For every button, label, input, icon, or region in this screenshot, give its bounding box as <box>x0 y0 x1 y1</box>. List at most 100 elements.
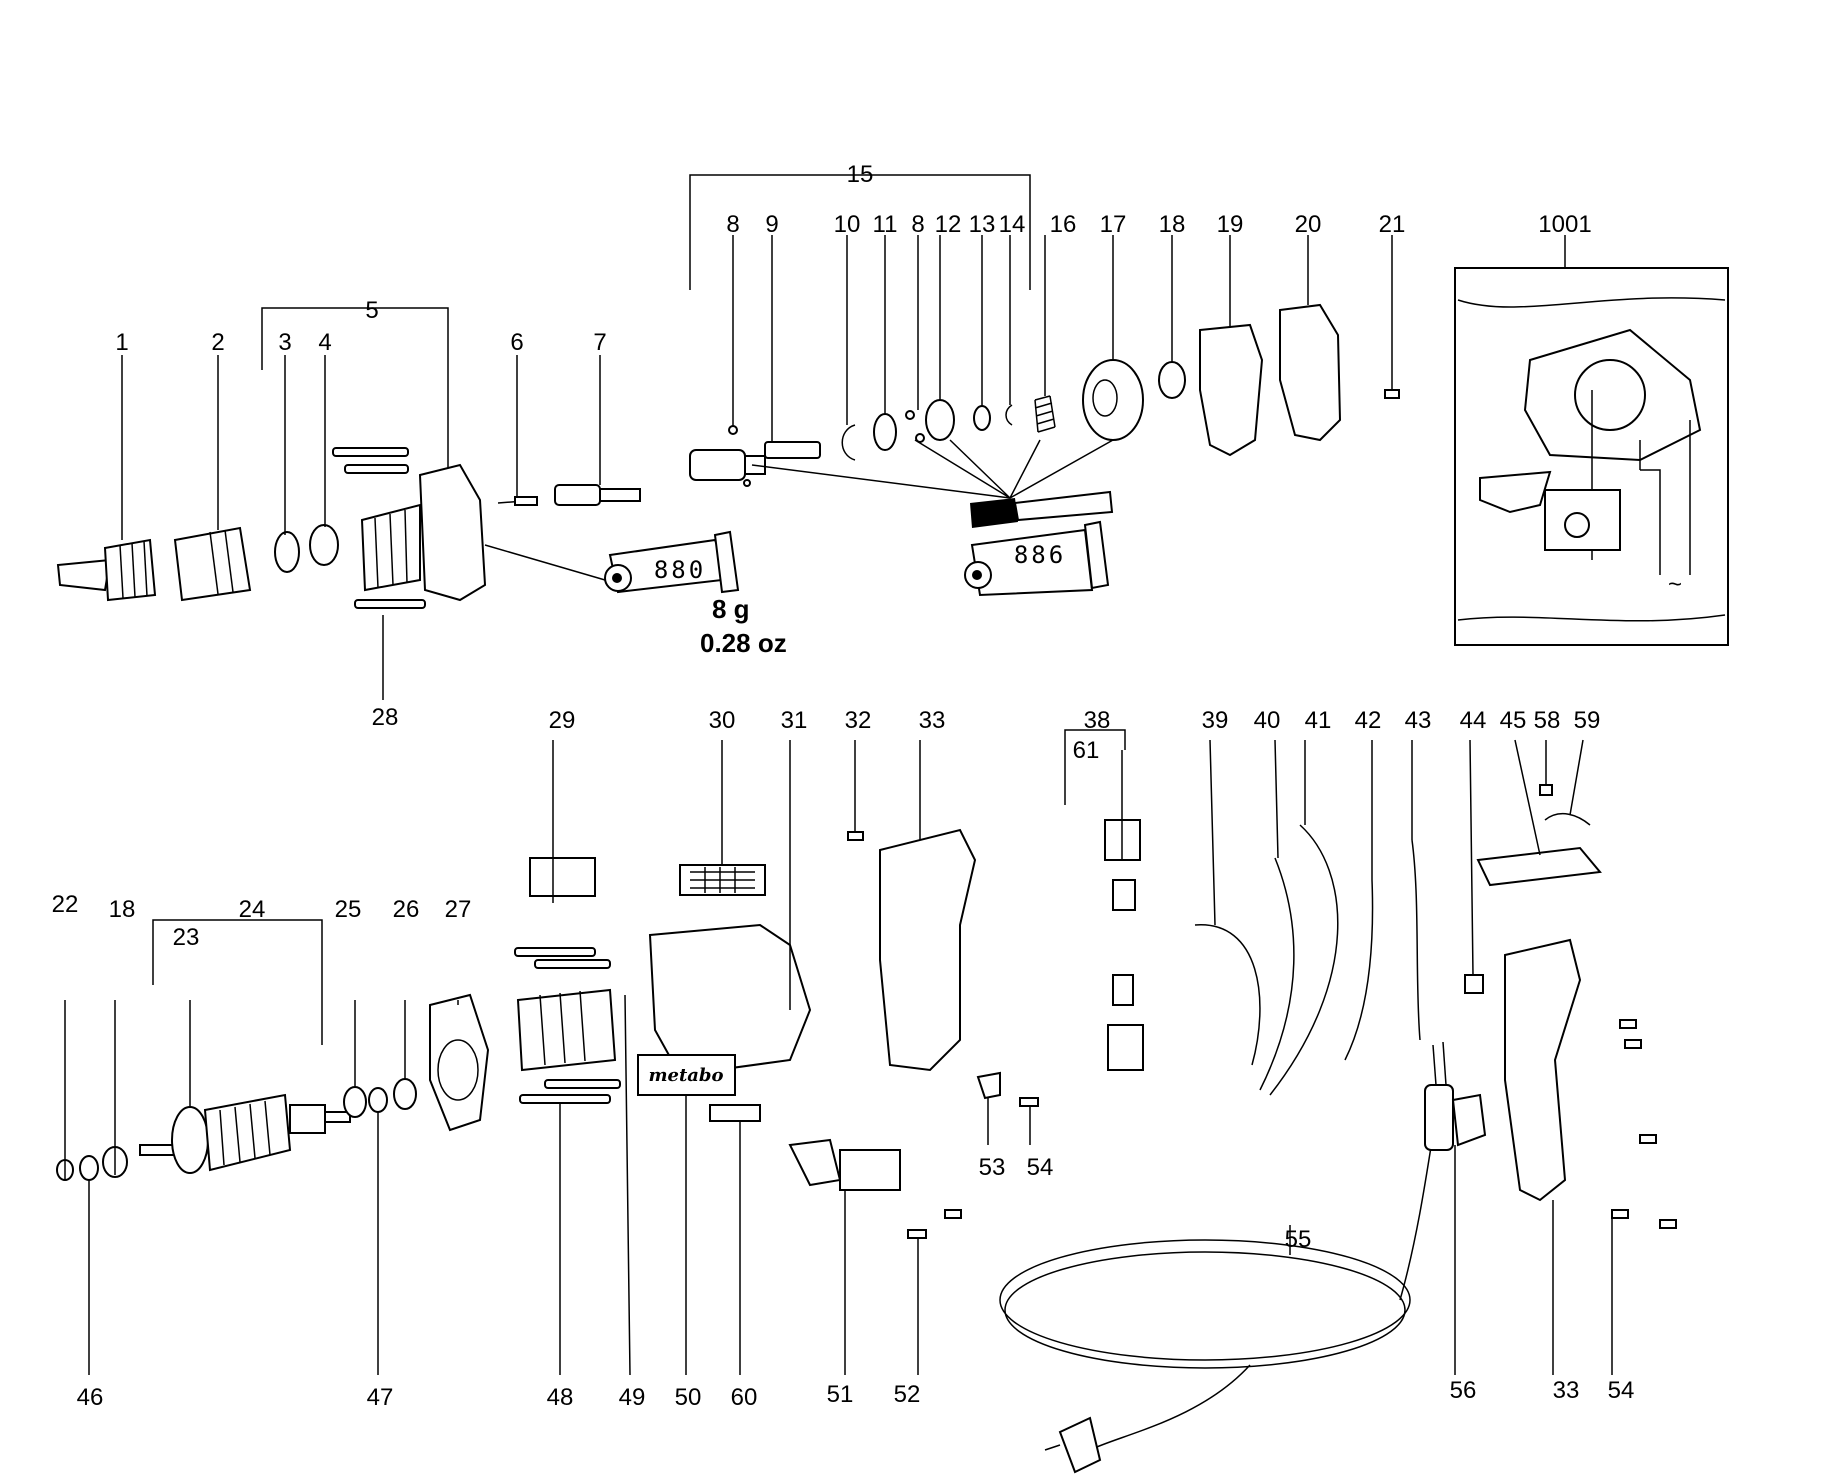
part-42-wire <box>1344 879 1374 1061</box>
callout-41: 41 <box>1305 707 1332 734</box>
callout-2: 2 <box>211 329 224 356</box>
callout-47: 47 <box>367 1384 394 1411</box>
grease-tube-880-label: 880 <box>654 556 706 584</box>
part-54-screw-2 <box>1619 1019 1637 1029</box>
part-1-depth-locator <box>56 538 157 602</box>
part-45-belt-clip <box>1476 846 1602 887</box>
callout-14: 14 <box>999 211 1026 238</box>
grease-tube-886-label: 886 <box>1014 541 1066 569</box>
callout-40: 40 <box>1254 707 1281 734</box>
part-12-clutch-disc <box>925 399 955 441</box>
callout-60: 60 <box>731 1384 758 1411</box>
part-32-screw <box>847 831 864 841</box>
part-10-retaining-clip <box>841 424 856 461</box>
part-48-screws <box>514 947 621 1104</box>
callout-29: 29 <box>549 707 576 734</box>
part-53-cable-clamp <box>976 1071 1001 1100</box>
part-18-ball-bearing <box>1158 361 1186 399</box>
callout-21: 21 <box>1379 211 1406 238</box>
svg-text:~: ~ <box>1668 571 1682 598</box>
callout-54a: 54 <box>1027 1154 1054 1181</box>
part-25-ball-bearing <box>343 1086 367 1118</box>
part-8-steel-ball-4 <box>915 433 925 443</box>
grease-amount-ounces: 0.28 oz <box>700 628 787 658</box>
callout-18b: 18 <box>109 896 136 923</box>
part-54-screw-5 <box>1611 1209 1629 1219</box>
callout-4: 4 <box>318 329 331 356</box>
callout-9: 9 <box>765 211 778 238</box>
part-29-label <box>529 857 596 897</box>
housing-screws <box>332 447 426 609</box>
part-30-rating-plate <box>679 864 766 896</box>
callout-30: 30 <box>709 707 736 734</box>
part-26-ring <box>393 1078 417 1110</box>
callout-50: 50 <box>675 1384 702 1411</box>
callout-11: 11 <box>873 211 898 238</box>
callout-3: 3 <box>278 329 291 356</box>
part-54-screw-6 <box>1659 1219 1677 1229</box>
callout-55: 55 <box>1285 1226 1312 1253</box>
callout-52: 52 <box>894 1381 921 1408</box>
part-38-brush-holder <box>1104 819 1144 1071</box>
part-5-gear-housing <box>360 463 487 602</box>
callout-5: 5 <box>365 297 378 324</box>
part-60-label <box>709 1104 761 1122</box>
part-52-screw <box>907 1229 927 1239</box>
grease-leader-lines <box>751 439 1114 499</box>
part-41-wire <box>1269 824 1339 1096</box>
wiring-diagram-inset: ~ <box>1454 267 1729 646</box>
bracket-group-5 <box>261 307 449 475</box>
bracket-group-24 <box>152 919 323 1045</box>
callout-12: 12 <box>935 211 962 238</box>
part-8-steel-ball <box>728 425 738 435</box>
callout-17: 17 <box>1100 211 1127 238</box>
callout-27: 27 <box>445 896 472 923</box>
grease-amount-grams: 8 g <box>712 594 750 624</box>
callout-48: 48 <box>547 1384 574 1411</box>
callout-51: 51 <box>827 1381 854 1408</box>
part-54-screw-4 <box>1639 1134 1657 1144</box>
callout-22: 22 <box>52 891 79 918</box>
brand-label-text: metabo <box>648 1065 723 1086</box>
callout-54b: 54 <box>1608 1377 1635 1404</box>
part-58-screw <box>1539 784 1553 796</box>
callout-6: 6 <box>510 329 523 356</box>
callout-39: 39 <box>1202 707 1229 734</box>
part-39-wire <box>1194 924 1261 1066</box>
callout-31: 31 <box>781 707 808 734</box>
part-31-motor-housing <box>648 923 812 1077</box>
callout-32: 32 <box>845 707 872 734</box>
callout-61: 61 <box>1073 737 1100 764</box>
leader-lines-bottom <box>64 739 1613 1376</box>
callout-45: 45 <box>1500 707 1527 734</box>
part-8-steel-ball-3 <box>905 410 915 420</box>
part-24-armature <box>139 1093 351 1174</box>
part-8-steel-ball-2 <box>743 479 751 487</box>
part-3-ring <box>274 531 300 573</box>
brush-icon <box>970 490 1114 528</box>
part-46-washer <box>79 1155 99 1181</box>
part-40-wire <box>1259 857 1295 1091</box>
callout-33a: 33 <box>919 707 946 734</box>
part-55-power-cord <box>999 1089 1441 1474</box>
part-14-circlip <box>1005 404 1013 426</box>
callout-28: 28 <box>372 704 399 731</box>
part-43-wire <box>1411 839 1421 1041</box>
callout-10: 10 <box>834 211 861 238</box>
callout-18a: 18 <box>1159 211 1186 238</box>
part-6-screwdriver-bit <box>497 496 539 506</box>
part-44-carbon-brush <box>1464 974 1484 994</box>
part-13-ring <box>973 405 991 431</box>
callout-58: 58 <box>1534 707 1561 734</box>
part-17-gear <box>1082 359 1144 441</box>
callout-59: 59 <box>1574 707 1601 734</box>
callout-49: 49 <box>619 1384 646 1411</box>
part-33-handle-half-left <box>879 828 977 1072</box>
part-61-carbon-brush <box>1112 879 1136 1006</box>
part-54-screw-3 <box>1624 1039 1642 1049</box>
callout-53: 53 <box>979 1154 1006 1181</box>
callout-20: 20 <box>1295 211 1322 238</box>
callout-44: 44 <box>1460 707 1487 734</box>
callout-15: 15 <box>847 161 874 188</box>
bracket-group-15 <box>689 174 1031 290</box>
